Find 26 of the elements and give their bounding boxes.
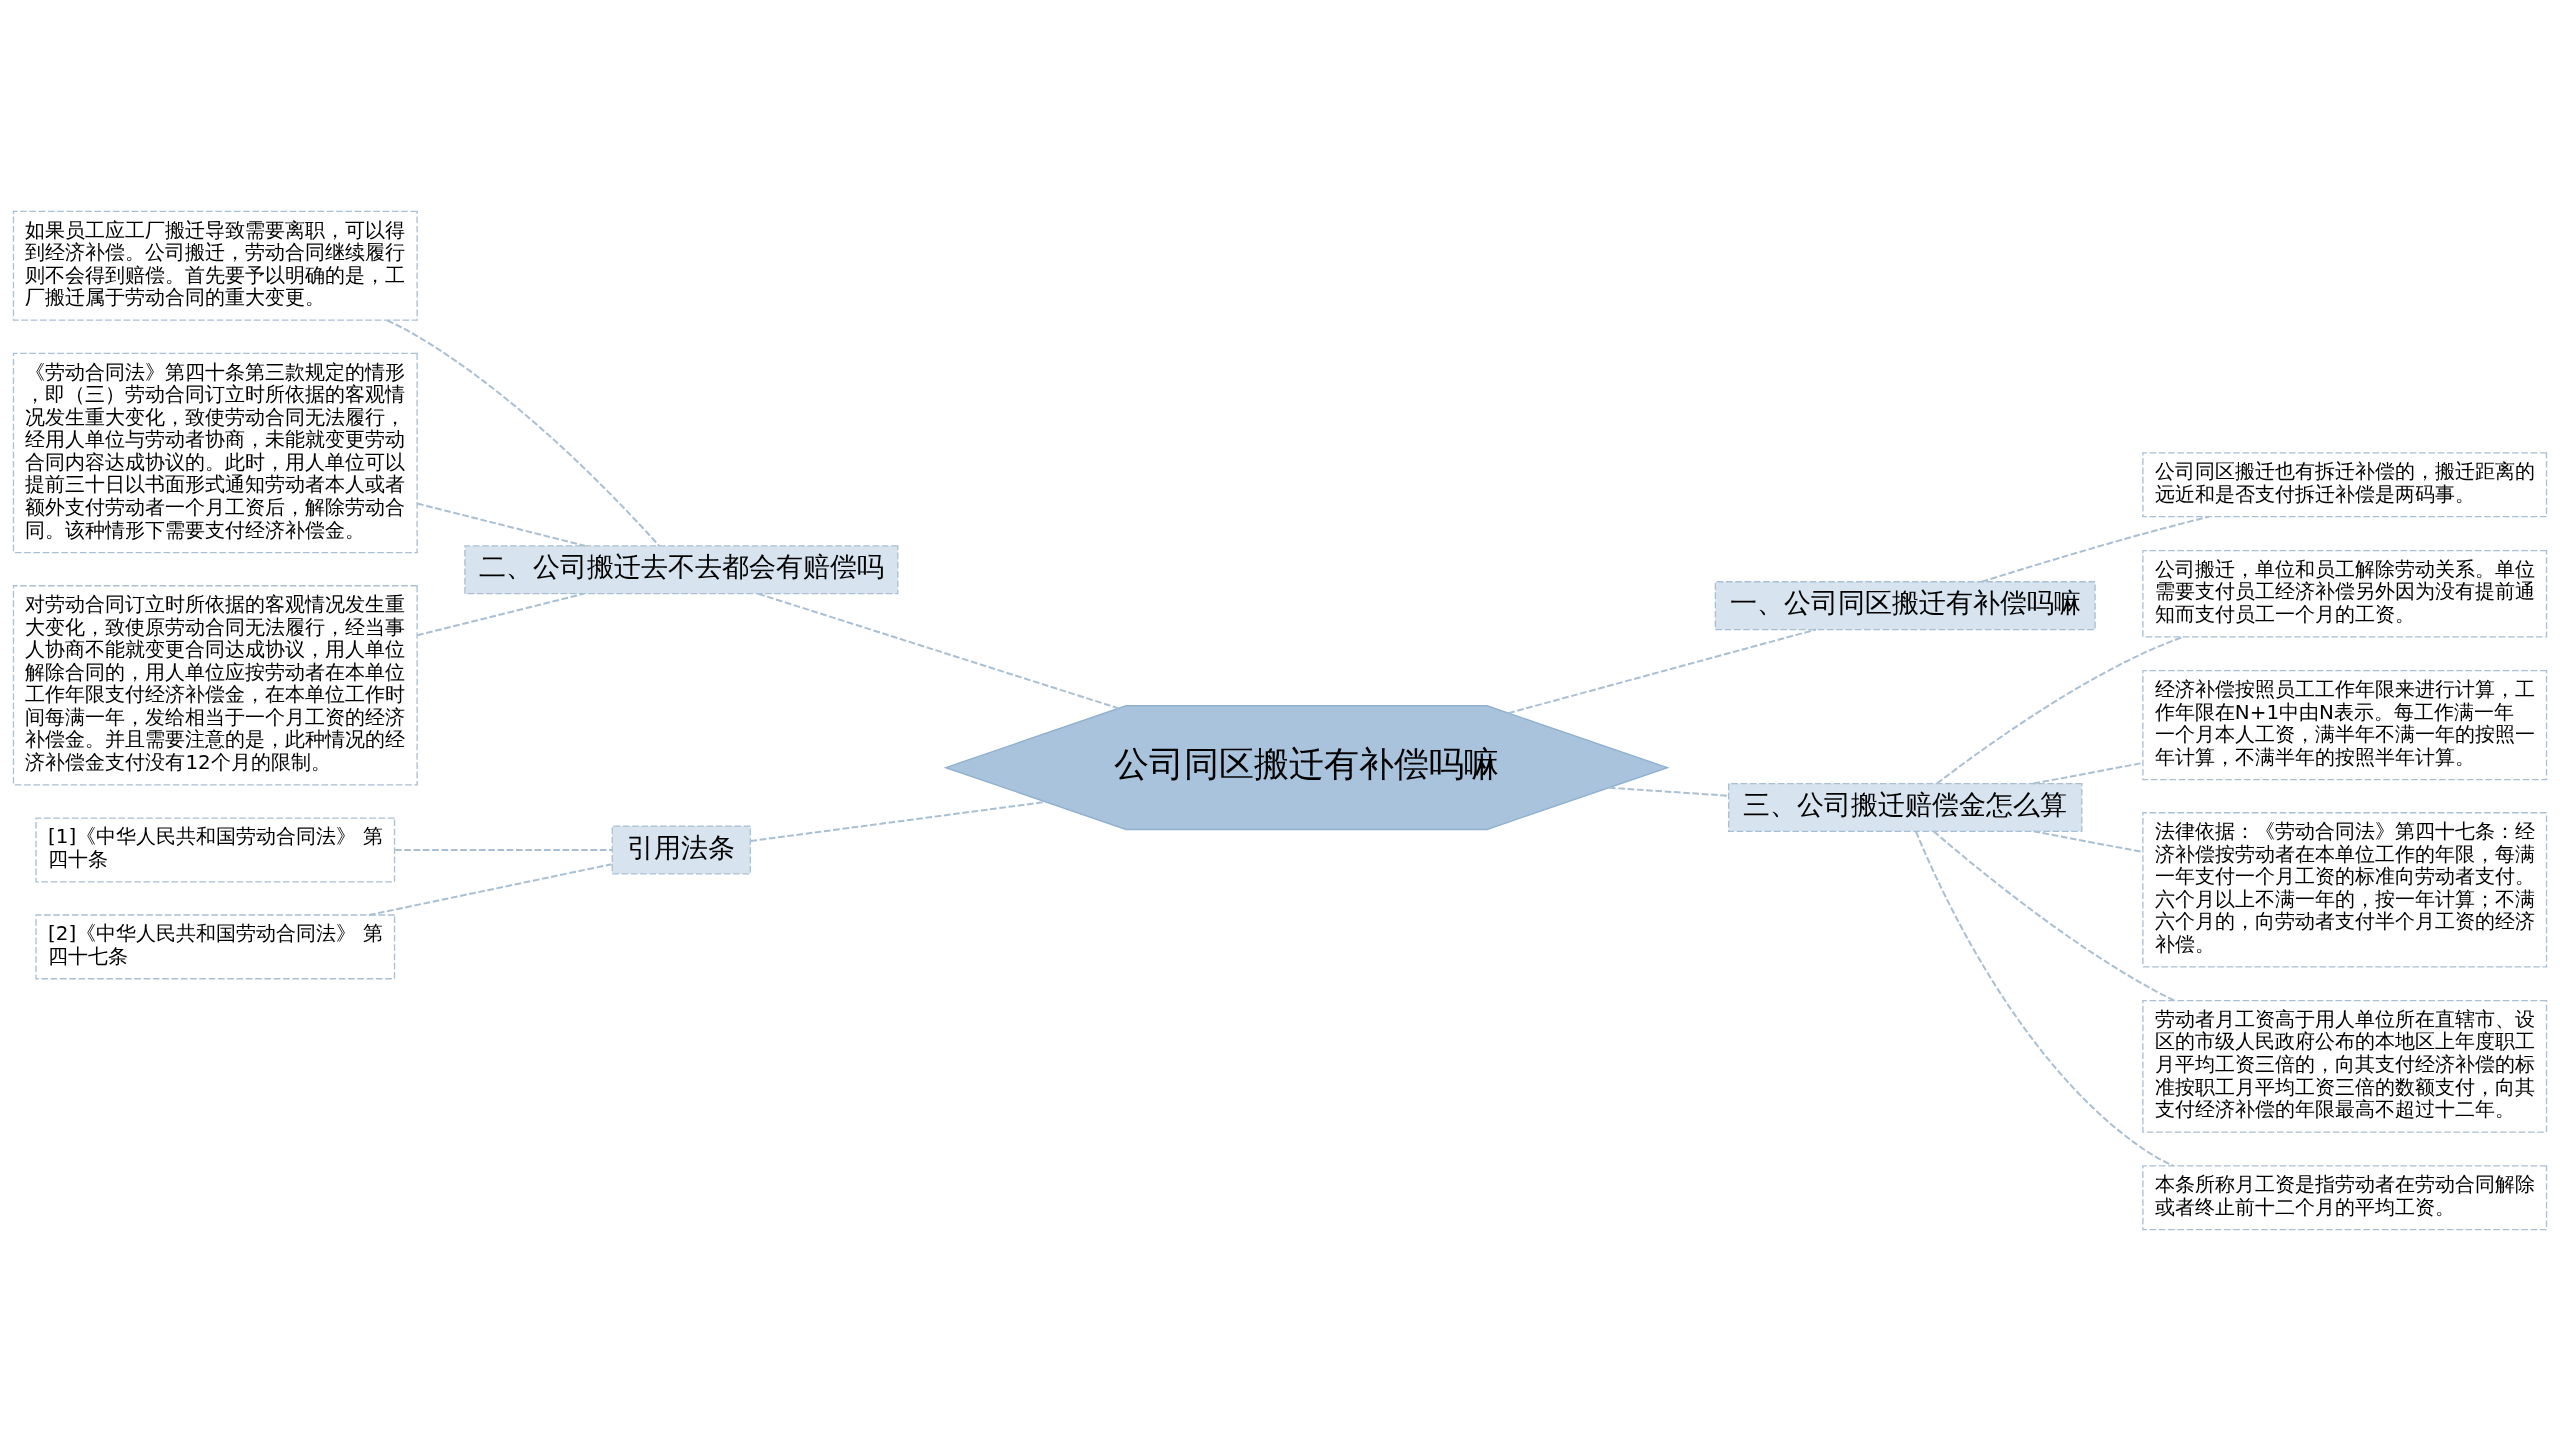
connector (1507, 628, 1817, 714)
node-box: [2]《中华人民共和国劳动合同法》 第四十七条 (35, 913, 396, 979)
node-box: 公司搬迁，单位和员工解除劳动关系。单位需要支付员工经济补偿另外因为没有提前通知而支付员工一个月的工资。 (2142, 549, 2548, 637)
node-box: 三、公司搬迁赔偿金怎么算 (1727, 782, 2083, 832)
connector (757, 592, 1120, 709)
connector (1607, 786, 1730, 797)
connector (416, 592, 585, 636)
node-box: 本条所称月工资是指劳动者在劳动合同解除或者终止前十二个月的平均工资。 (2142, 1164, 2548, 1230)
connector (1932, 829, 2175, 1001)
node-box: 《劳动合同法》第四十条第三款规定的情形，即（三）劳动合同订立时所依据的客观情况发生重大变化，致使劳动合同无法履行，经用人单位与劳动者协商，未能就变更劳动合同内容达成协议的。此时，用人单位可以提前三十日以书面形式通知劳动者本人或者额外支付劳动者一个月工资后，解除劳动合同。该种情形下需要支付经济补偿金。 (12, 352, 418, 553)
connector (368, 862, 613, 916)
node-box: [1]《中华人民共和国劳动合同法》 第四十条 (35, 816, 396, 882)
connector (416, 502, 586, 547)
node-box: 一、公司同区搬迁有补偿吗嘛 (1714, 580, 2096, 630)
connector (1935, 635, 2185, 784)
connector (749, 800, 1047, 842)
node-box: 法律依据：《劳动合同法》第四十七条：经济补偿按劳动者在本单位工作的年限，每满一年支付一个月工资的标准向劳动者支付。六个月以上不满一年的，按一年计算；不满六个月的，向劳动者支付半个月工资的经济补偿。 (2142, 811, 2548, 967)
connector (386, 318, 661, 547)
node-box: 引用法条 (611, 824, 752, 874)
connector (394, 848, 614, 851)
node-box: 经济补偿按照员工工作年限来进行计算，工作年限在N+1中由N表示。每工作满一年一个月本人工资，满半年不满一年的按照一年计算，不满半年的按照半年计算。 (2142, 669, 2548, 780)
node-box: 劳动者月工资高于用人单位所在直辖市、设区的市级人民政府公布的本地区上年度职工月平均工资三倍的，向其支付经济补偿的标准按职工月平均工资三倍的数额支付，向其支付经济补偿的年限最高不超过十二年。 (2142, 999, 2548, 1133)
node-box: 对劳动合同订立时所依据的客观情况发生重大变化，致使原劳动合同无法履行，经当事人协商不能就变更合同达成协议，用人单位解除合同的，用人单位应按劳动者在本单位工作年限支付经济补偿金，在本单位工作时间每满一年，发给相当于一个月工资的经济补偿金。并且需要注意的是，此种情况的经济补偿金支付没有12个月的限制。 (12, 584, 418, 786)
node-box: 如果员工应工厂搬迁导致需要离职，可以得到经济补偿。公司搬迁，劳动合同继续履行则不会得到赔偿。首先要予以明确的是，工厂搬迁属于劳动合同的重大变更。 (12, 210, 418, 321)
node-box: 公司同区搬迁也有拆迁补偿的，搬迁距离的远近和是否支付拆迁补偿是两码事。 (2142, 451, 2548, 517)
node-box: 二、公司搬迁去不去都会有赔偿吗 (464, 544, 899, 594)
